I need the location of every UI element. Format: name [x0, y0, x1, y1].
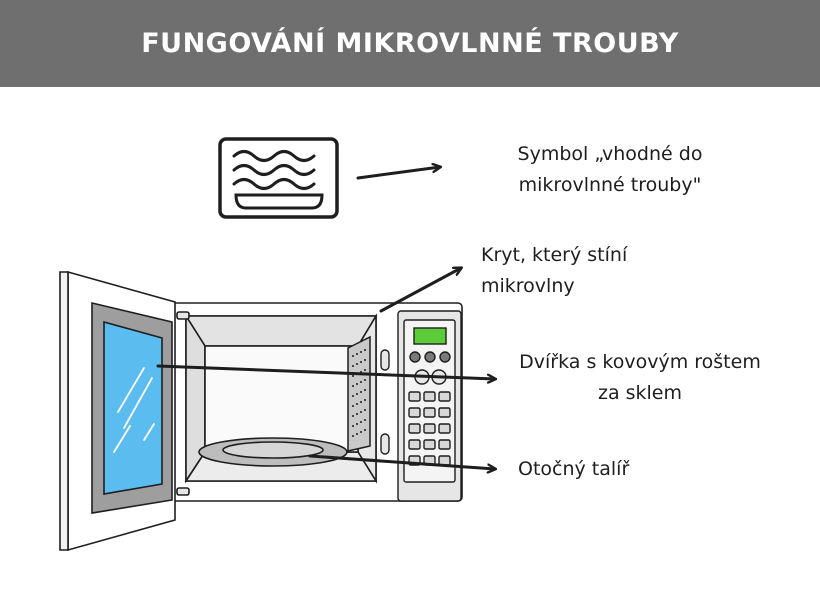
arrow-door [156, 364, 495, 379]
label-microwave-safe-symbol: Symbol „vhodné do mikrovlnné trouby" [500, 139, 720, 201]
label-door-mesh: Dvířka s kovovým roštem za sklem [505, 347, 775, 409]
label-symbol-line1: Symbol „vhodné do [517, 143, 703, 165]
label-turntable: Otočný talíř [518, 454, 629, 485]
arrow-cover [379, 268, 461, 313]
control-panel [397, 310, 462, 502]
label-cover-line1: Kryt, který stíní [481, 244, 628, 266]
waveguide-cover [347, 335, 371, 452]
label-symbol-line2: mikrovlnné trouby" [518, 174, 702, 196]
open-door [59, 270, 190, 552]
arrow-symbol [356, 167, 440, 180]
header-bar: FUNGOVÁNÍ MIKROVLNNÉ TROUBY [0, 0, 820, 87]
turntable-plate [198, 437, 348, 467]
microwave-safe-symbol-icon [218, 137, 339, 219]
door-latches [380, 349, 390, 455]
label-plate-line1: Otočný talíř [518, 458, 630, 480]
label-cover-line2: mikrovlny [481, 275, 575, 297]
label-door-line2: za sklem [597, 382, 683, 404]
page-title: FUNGOVÁNÍ MIKROVLNNÉ TROUBY [141, 28, 679, 59]
label-waveguide-cover: Kryt, který stíní mikrovlny [481, 240, 627, 302]
label-door-line1: Dvířka s kovovým roštem [519, 351, 761, 373]
arrow-plate [308, 454, 495, 469]
